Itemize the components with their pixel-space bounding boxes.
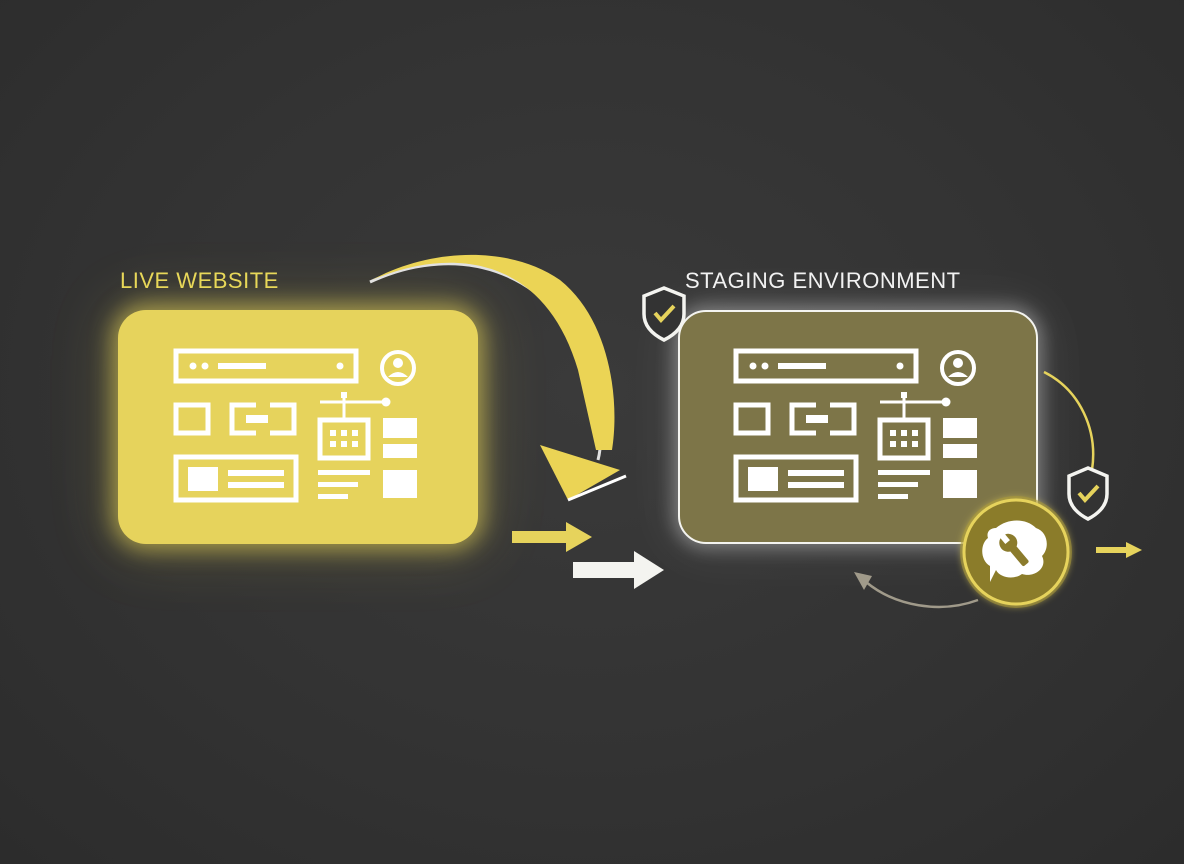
arrow-right-icon [573,551,664,589]
live-website-label: LIVE WEBSITE [120,268,279,293]
connector-line [1043,370,1095,471]
staging-environment-panel [678,310,1038,544]
arrow-right-icon [512,522,592,552]
website-wireframe-icon [173,348,417,503]
live-website-panel [118,310,478,544]
return-arrow-icon [854,572,979,609]
wrench-speech-bubble-icon [960,496,1072,608]
website-wireframe-icon [733,348,977,503]
staging-environment-label: STAGING ENVIRONMENT [685,268,961,293]
curved-arrow-icon [369,254,627,502]
arrow-right-icon [1096,542,1142,558]
shield-check-icon [1067,466,1109,521]
shield-check-icon [642,286,686,342]
